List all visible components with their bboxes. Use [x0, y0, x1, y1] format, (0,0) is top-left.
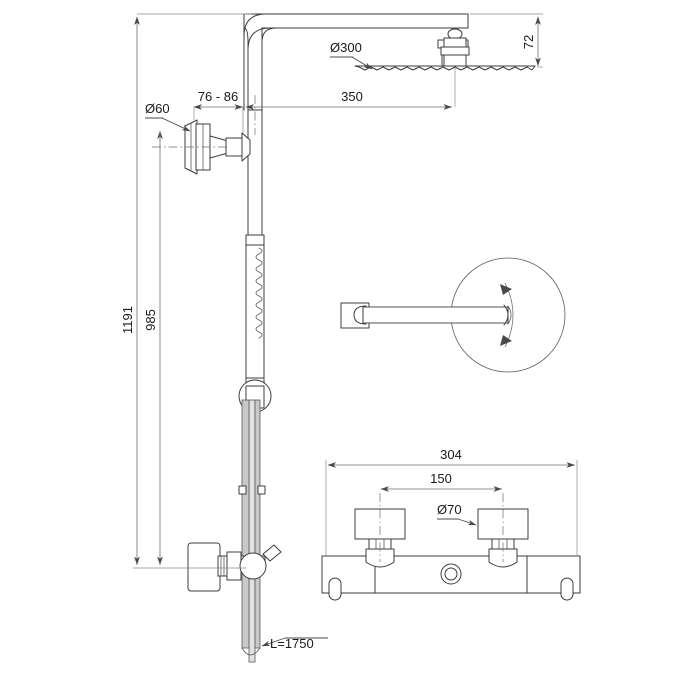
- dimension-mixer-body-width: 304: [325, 447, 578, 556]
- callout-rain-head-diameter: Ø300: [330, 40, 373, 70]
- callout-label-d300: Ø300: [330, 40, 362, 55]
- mixer-side-view: [187, 542, 282, 592]
- dimension-arm-reach: 350: [245, 68, 456, 135]
- callout-wall-elbow-diameter: Ø60: [145, 101, 191, 132]
- dimension-riser-height: 985: [143, 130, 230, 565]
- dimension-label-150: 150: [430, 471, 452, 486]
- dimension-wall-projection: 76 - 86: [193, 89, 244, 133]
- dimension-head-thickness: 72: [470, 13, 543, 68]
- dimension-label-76-86: 76 - 86: [198, 89, 238, 104]
- dimension-label-72: 72: [521, 35, 536, 49]
- dimension-label-350: 350: [341, 89, 363, 104]
- shower-arm: [243, 13, 469, 111]
- wall-inlet-elbow: [184, 119, 251, 175]
- callout-label-d70: Ø70: [437, 502, 462, 517]
- dimension-overall-height: 1191: [120, 13, 252, 569]
- dimension-label-985: 985: [143, 309, 158, 331]
- swivel-rotation-detail: [340, 257, 566, 373]
- dimension-inlet-centres: 150: [380, 471, 502, 492]
- thermostatic-mixer-front-view: 304 150 Ø70: [321, 447, 581, 601]
- callout-label-hose-length: L=1750: [270, 636, 314, 651]
- callout-label-d60: Ø60: [145, 101, 170, 116]
- overhead-rain-shower: [354, 27, 536, 71]
- callout-handle-diameter: Ø70: [437, 502, 477, 526]
- dimension-label-1191: 1191: [120, 306, 135, 334]
- riser-telescopic-section: [245, 234, 265, 388]
- callout-hose-length: L=1750: [261, 636, 328, 651]
- shower-column-elevation: 1191 985 76 - 86 350 72: [120, 13, 543, 663]
- lower-rail-and-hose: [238, 399, 266, 663]
- riser-pipe-upper: [247, 109, 263, 236]
- dimension-label-304: 304: [440, 447, 462, 462]
